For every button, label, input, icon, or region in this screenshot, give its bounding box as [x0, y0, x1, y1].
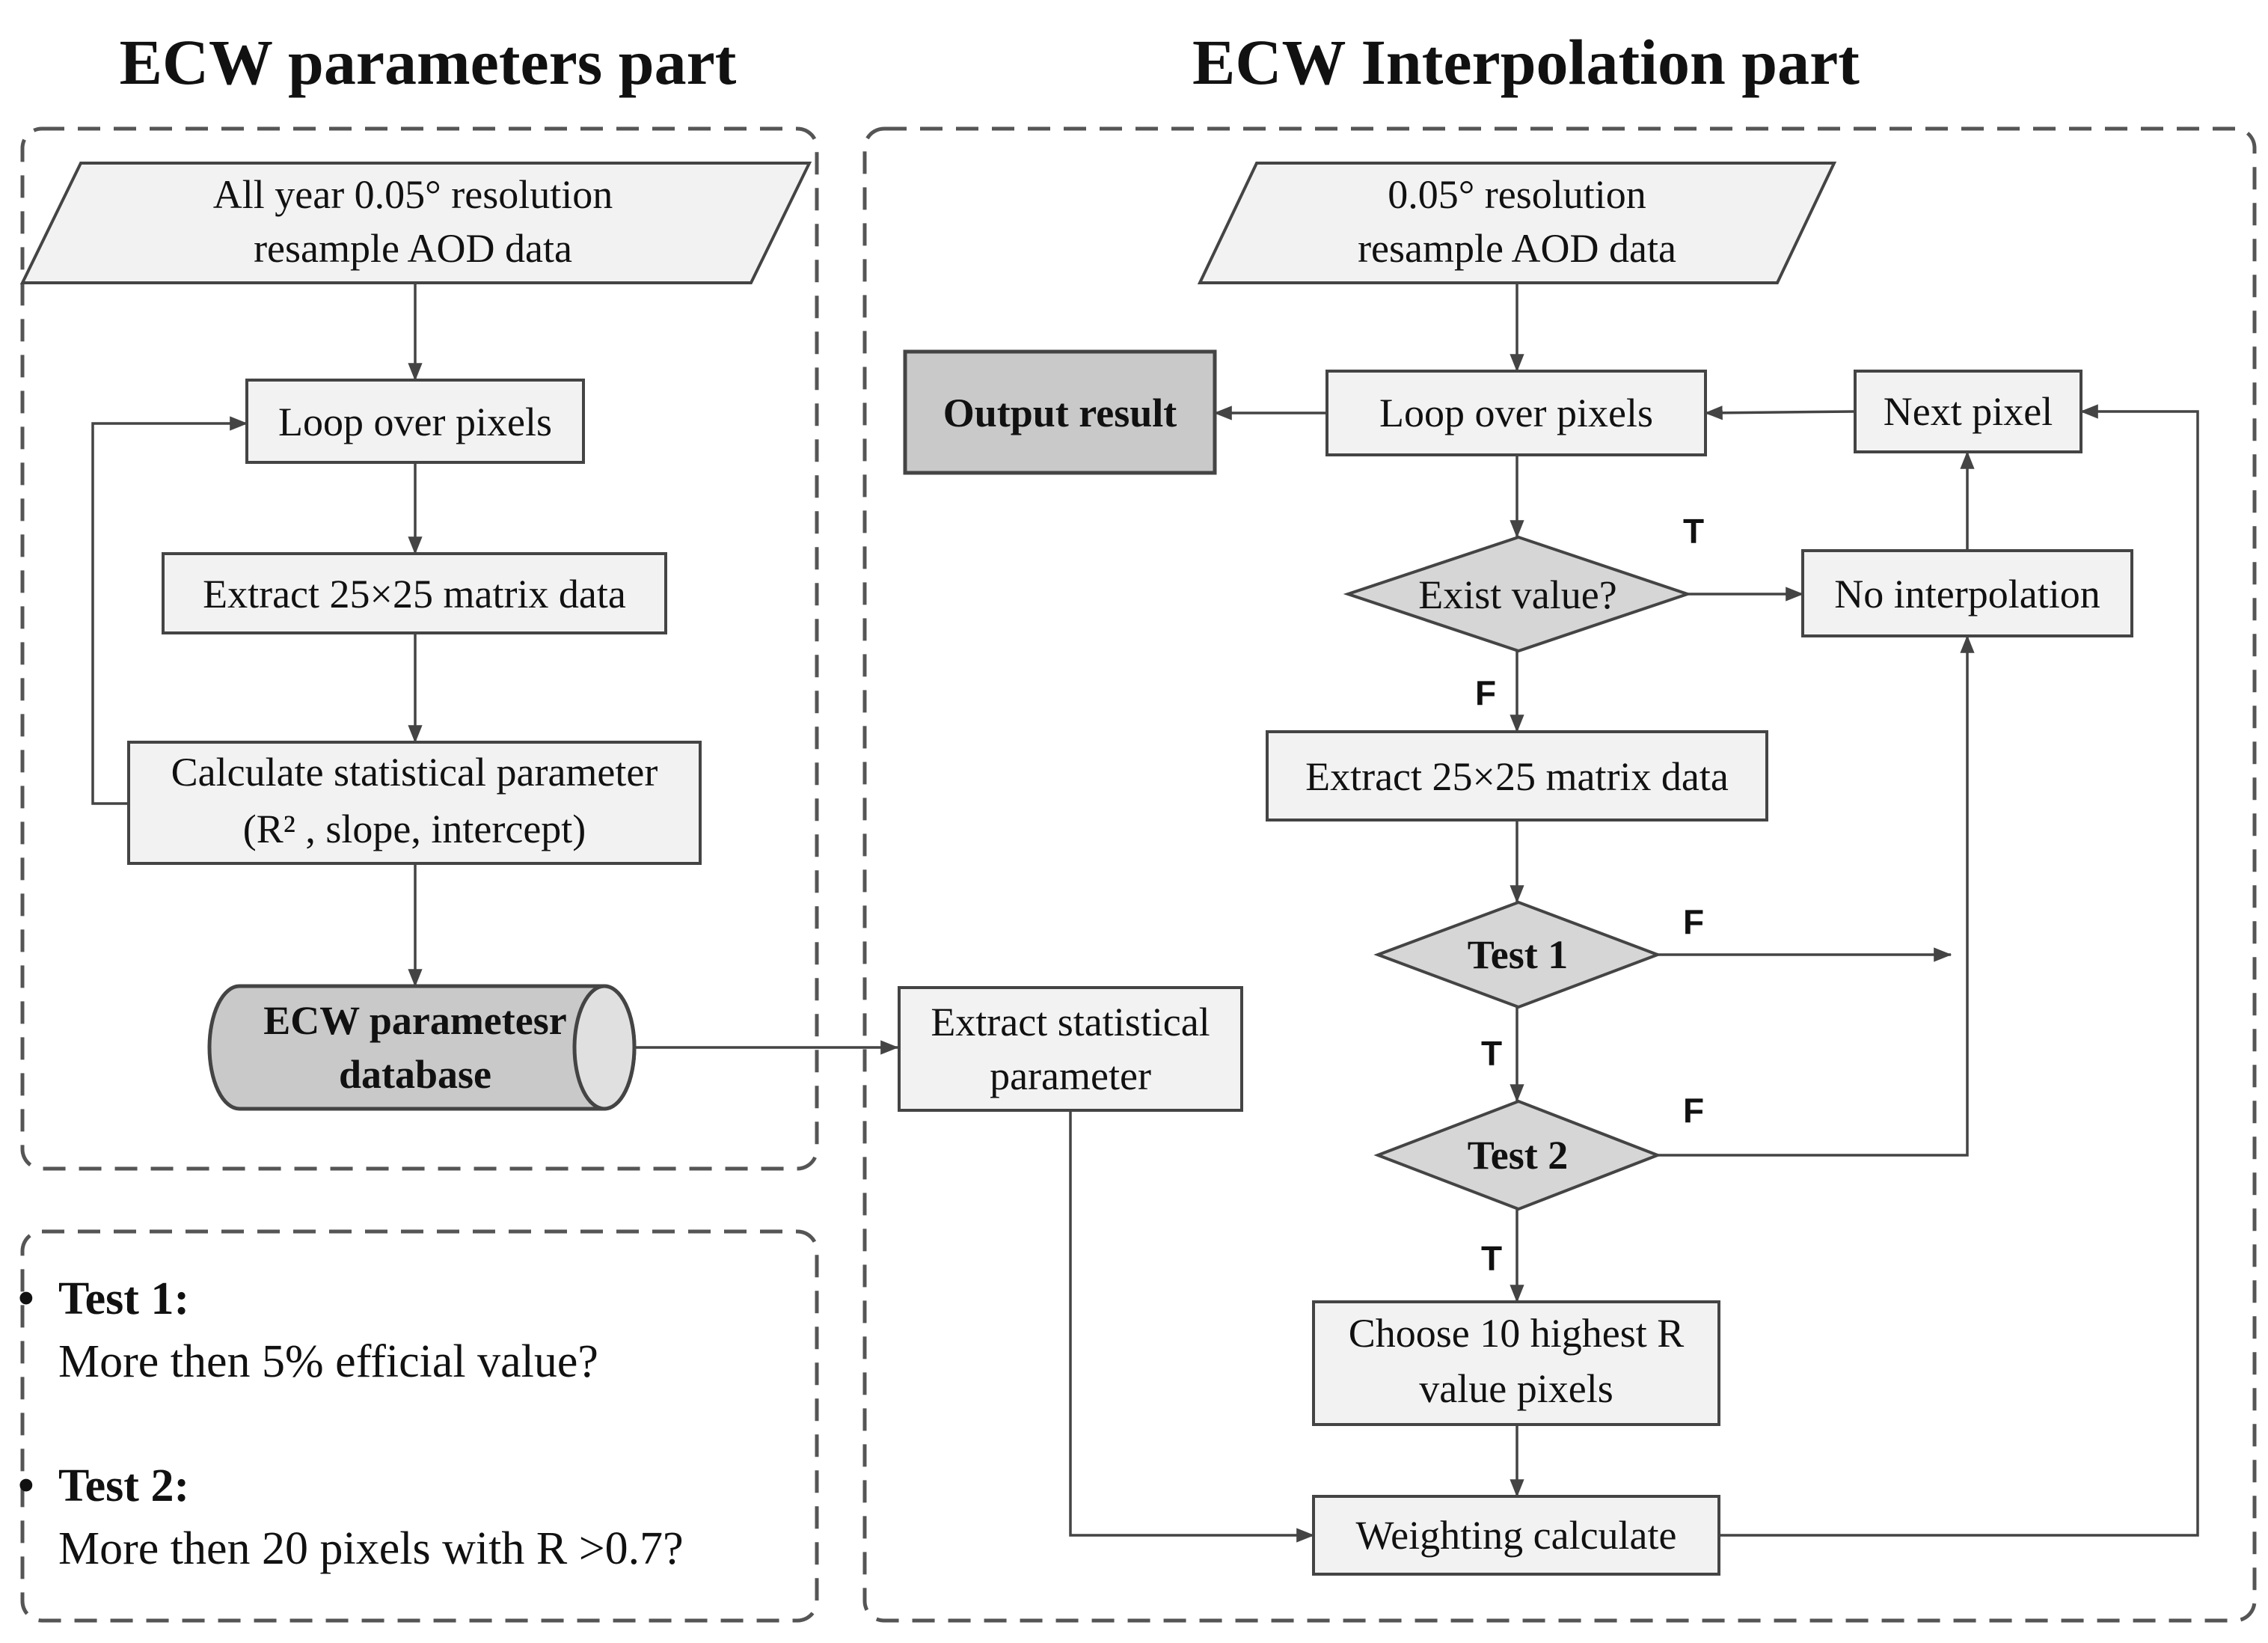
left-parameters-region: [20, 126, 819, 1171]
test-2-label: Test 2: [1468, 1133, 1569, 1178]
calculate-line-2: (R² , slope, intercept): [243, 807, 586, 851]
test2-true-flag: T: [1481, 1239, 1502, 1278]
test2-false-flag: F: [1683, 1091, 1704, 1130]
legend-bullet-2: •: [18, 1460, 34, 1511]
next-pixel-label: Next pixel: [1884, 389, 2053, 434]
extract-statistical-line-2: parameter: [990, 1053, 1151, 1098]
calculate-statistical-parameter: Calculate statistical parameter (R² , sl…: [127, 741, 702, 865]
choose-line-1: Choose 10 highest R: [1349, 1311, 1685, 1356]
no-interpolation-label: No interpolation: [1834, 572, 2100, 616]
exist-value-decision: Exist value?: [1343, 535, 1693, 653]
choose-line-2: value pixels: [1419, 1366, 1613, 1411]
test1-true-flag: T: [1481, 1034, 1502, 1073]
right-input-line-2: resample AOD data: [1358, 226, 1676, 271]
statistical-to-weighting-arrow: [1069, 1110, 1315, 1543]
legend-test-2: • Test 2: More then 20 pixels with R >0.…: [18, 1460, 684, 1574]
weighting-calculate: Weighting calculate: [1312, 1495, 1720, 1576]
weighting-label: Weighting calculate: [1356, 1513, 1677, 1558]
left-loop-label: Loop over pixels: [278, 400, 552, 444]
left-input-line-1: All year 0.05° resolution: [213, 172, 613, 217]
output-result-label: Output result: [943, 391, 1177, 435]
test-2-decision: Test 2: [1373, 1099, 1662, 1211]
next-pixel-to-loop-arrow: [1704, 406, 1856, 420]
extract-statistical-line-1: Extract statistical: [931, 1000, 1210, 1044]
exist-true-flag: T: [1683, 512, 1704, 551]
output-result: Output result: [903, 349, 1217, 475]
right-input-line-1: 0.05° resolution: [1388, 172, 1646, 217]
legend-test-2-desc: More then 20 pixels with R >0.7?: [58, 1523, 684, 1574]
no-interpolation: No interpolation: [1801, 549, 2133, 637]
calculate-line-1: Calculate statistical parameter: [171, 750, 658, 795]
left-input-data: All year 0.05° resolution resample AOD d…: [19, 162, 812, 284]
extract-statistical-parameter: Extract statistical parameter: [898, 986, 1243, 1112]
right-extract-label: Extract 25×25 matrix data: [1305, 754, 1729, 799]
legend-test-1-desc: More then 5% efficial value?: [58, 1336, 598, 1387]
legend-test-2-title: Test 2:: [58, 1460, 189, 1511]
right-extract-matrix: Extract 25×25 matrix data: [1266, 730, 1768, 822]
left-section-title: ECW parameters part: [120, 26, 737, 98]
left-loop-over-pixels: Loop over pixels: [245, 379, 585, 464]
left-extract-label: Extract 25×25 matrix data: [203, 572, 626, 616]
next-pixel: Next pixel: [1854, 370, 2082, 453]
legend-bullet-1: •: [18, 1273, 34, 1324]
legend-region: [20, 1229, 819, 1623]
choose-highest-r-pixels: Choose 10 highest R value pixels: [1312, 1300, 1720, 1426]
right-interpolation-region: [862, 126, 2257, 1623]
right-loop-label: Loop over pixels: [1379, 391, 1653, 435]
exist-value-label: Exist value?: [1418, 572, 1616, 617]
left-loopback-arrow: [91, 416, 248, 805]
database-line-1: ECW parametesr: [263, 998, 566, 1043]
test2-false-arrow: [1658, 634, 1975, 1157]
left-input-line-2: resample AOD data: [254, 226, 572, 271]
legend-test-1-title: Test 1:: [58, 1273, 189, 1324]
ecw-parameters-database: ECW parametesr database: [207, 984, 637, 1111]
right-section-title: ECW Interpolation part: [1192, 26, 1860, 98]
test-1-decision: Test 1: [1373, 900, 1662, 1009]
right-loop-over-pixels: Loop over pixels: [1325, 370, 1707, 456]
legend-test-1: • Test 1: More then 5% efficial value?: [18, 1273, 598, 1387]
exist-false-flag: F: [1475, 673, 1496, 712]
left-extract-matrix: Extract 25×25 matrix data: [162, 552, 667, 634]
right-input-data: 0.05° resolution resample AOD data: [1197, 162, 1837, 284]
test-1-label: Test 1: [1468, 932, 1569, 977]
test1-false-flag: F: [1683, 902, 1704, 941]
database-line-2: database: [339, 1052, 491, 1097]
weighting-to-next-pixel-arrow: [1719, 404, 2199, 1537]
